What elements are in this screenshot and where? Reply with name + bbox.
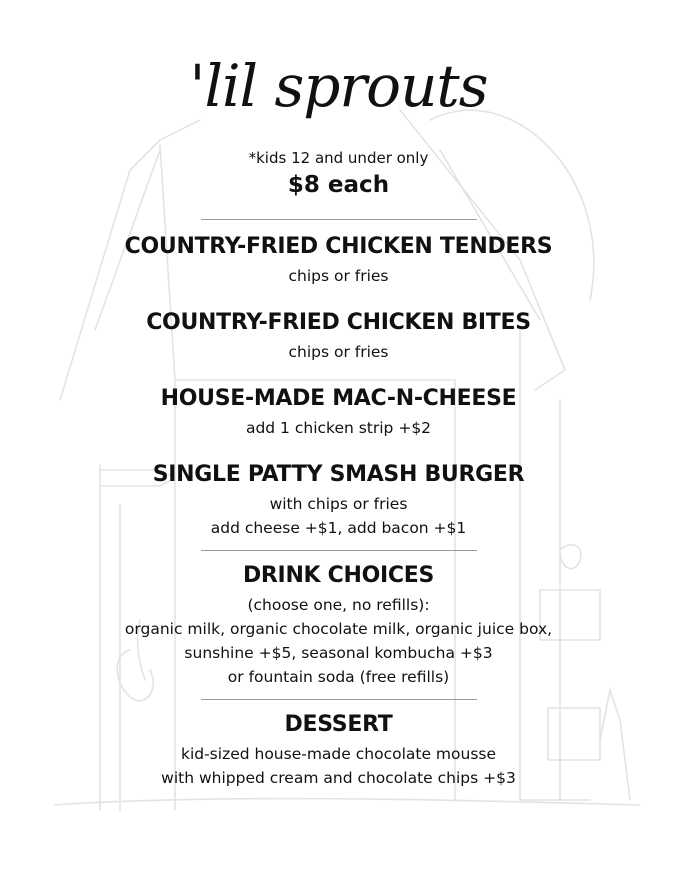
menu-item: COUNTRY-FRIED CHICKEN BITES chips or fri…	[0, 310, 677, 364]
section-heading: DESSERT	[284, 712, 393, 737]
age-note: *kids 12 and under only	[248, 149, 429, 167]
menu-title: 'lil sprouts	[189, 52, 489, 120]
divider	[200, 550, 477, 551]
item-desc: chips or fries	[288, 267, 389, 285]
drink-line: organic milk, organic chocolate milk, or…	[124, 620, 553, 638]
item-desc: add 1 chicken strip +$2	[245, 419, 432, 437]
price: $8 each	[287, 172, 390, 198]
drink-line: sunshine +$5, seasonal kombucha +$3	[184, 644, 493, 662]
dessert-line: with whipped cream and chocolate chips +…	[161, 769, 516, 787]
item-name: HOUSE-MADE MAC-N-CHEESE	[160, 386, 517, 411]
item-desc: with chips or fries	[269, 495, 408, 513]
drink-choices: DRINK CHOICES (choose one, no refills): …	[0, 563, 677, 689]
item-name: COUNTRY-FRIED CHICKEN BITES	[146, 310, 531, 335]
divider	[200, 699, 477, 700]
drink-line: (choose one, no refills):	[247, 596, 430, 614]
menu-item: HOUSE-MADE MAC-N-CHEESE add 1 chicken st…	[0, 386, 677, 440]
item-name: COUNTRY-FRIED CHICKEN TENDERS	[124, 234, 553, 259]
item-name: SINGLE PATTY SMASH BURGER	[152, 462, 525, 487]
kids-menu: 'lil sprouts *kids 12 and under only $8 …	[0, 52, 677, 790]
drink-line: or fountain soda (free refills)	[227, 668, 450, 686]
menu-item: COUNTRY-FRIED CHICKEN TENDERS chips or f…	[0, 234, 677, 288]
section-heading: DRINK CHOICES	[242, 563, 435, 588]
item-desc: chips or fries	[288, 343, 389, 361]
divider	[200, 219, 477, 220]
dessert-line: kid-sized house-made chocolate mousse	[180, 745, 497, 763]
dessert: DESSERT kid-sized house-made chocolate m…	[0, 712, 677, 790]
menu-item: SINGLE PATTY SMASH BURGER with chips or …	[0, 462, 677, 540]
item-desc: add cheese +$1, add bacon +$1	[210, 519, 467, 537]
